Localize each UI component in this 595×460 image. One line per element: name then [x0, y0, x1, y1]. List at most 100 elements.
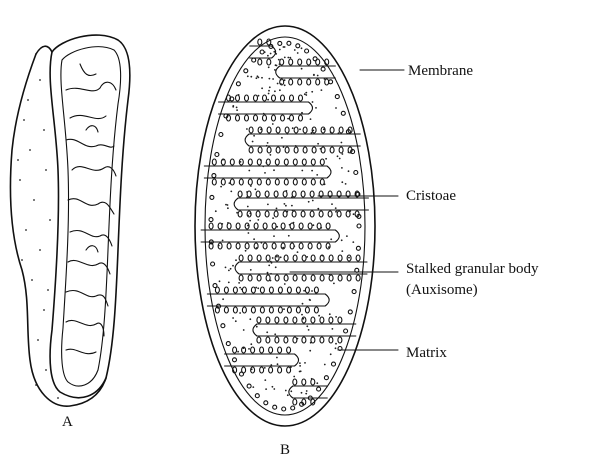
stalked-granule [346, 211, 350, 217]
stalked-granule [238, 191, 242, 197]
stalked-granule [265, 211, 269, 217]
matrix-dot [311, 91, 313, 93]
matrix-dot [317, 143, 319, 145]
crista-fold [289, 386, 327, 398]
membrane-granule [264, 401, 268, 405]
matrix-dot [262, 306, 264, 308]
membrane-granule [324, 376, 328, 380]
matrix-dot [268, 66, 270, 68]
stalked-granule [281, 115, 285, 121]
matrix-dot [331, 203, 333, 205]
matrix-dot [297, 52, 299, 54]
matrix-dot [295, 145, 297, 147]
matrix-dot [272, 386, 274, 388]
stalked-granule [251, 307, 255, 313]
matrix-dot [276, 226, 278, 228]
matrix-dot [265, 388, 267, 390]
matrix-dot [301, 112, 303, 114]
stalked-granule [269, 307, 273, 313]
matrix-dot [261, 87, 263, 89]
stalked-granule [319, 211, 323, 217]
stalked-granule [283, 191, 287, 197]
matrix-dot [315, 292, 317, 294]
stalked-granule [284, 255, 288, 261]
matrix-dot [267, 142, 269, 144]
matrix-dot [261, 77, 263, 79]
matrix-dot [266, 145, 268, 147]
stalked-granule [245, 95, 249, 101]
matrix-dot [278, 59, 280, 61]
matrix-dot [292, 127, 294, 129]
stalked-granule [221, 179, 225, 185]
matrix-dot [218, 245, 220, 247]
matrix-dot [309, 350, 311, 352]
matrix-dot [275, 64, 277, 66]
stalked-granule [356, 255, 360, 261]
stalked-granule [275, 179, 279, 185]
matrix-dot [236, 109, 238, 111]
matrix-dot [279, 49, 281, 51]
stalked-granule [311, 337, 315, 343]
matrix-dot [311, 132, 313, 134]
matrix-dot [325, 158, 327, 160]
matrix-dot [250, 269, 252, 271]
stalked-granule [321, 147, 325, 153]
matrix-dot [301, 392, 303, 394]
matrix-dot [309, 299, 311, 301]
matrix-dot [251, 368, 253, 370]
matrix-dot [270, 280, 272, 282]
matrix-dot [341, 239, 343, 241]
membrane-granule [212, 174, 216, 178]
stalked-granule [266, 317, 270, 323]
stalked-granule [338, 317, 342, 323]
matrix-dot [219, 280, 221, 282]
stalked-granule [275, 159, 279, 165]
matrix-dot [346, 235, 348, 237]
stalked-granule [305, 287, 309, 293]
matrix-dot [232, 317, 234, 319]
matrix-dot [306, 256, 308, 258]
matrix-dot [313, 74, 315, 76]
membrane-granule [354, 171, 358, 175]
matrix-dot [220, 186, 222, 188]
membrane-granule [247, 384, 251, 388]
stalked-granule [296, 307, 300, 313]
matrix-dot [260, 159, 262, 161]
stalked-granule [266, 337, 270, 343]
matrix-dot [330, 132, 332, 134]
stalked-granule [284, 179, 288, 185]
stalked-granule [293, 255, 297, 261]
membrane-granule [273, 405, 277, 409]
stalked-granule [239, 255, 243, 261]
matrix-dot [324, 183, 326, 185]
matrix-dot [288, 235, 290, 237]
membrane-granule [221, 324, 225, 328]
matrix-dot [262, 166, 264, 168]
matrix-dot [352, 241, 354, 243]
stalked-granule [257, 255, 261, 261]
matrix-dot [286, 211, 288, 213]
matrix-dot [290, 390, 292, 392]
matrix-dot [248, 170, 250, 172]
matrix-dot [243, 347, 245, 349]
matrix-dot [341, 167, 343, 169]
stalked-granule [224, 307, 228, 313]
matrix-dot [317, 208, 319, 210]
matrix-dot [332, 328, 334, 330]
matrix-dot [335, 347, 337, 349]
membrane-granule [219, 133, 223, 137]
matrix-dot [272, 217, 274, 219]
matrix-dot [315, 107, 317, 109]
matrix-dot [305, 393, 307, 395]
matrix-dot [279, 63, 281, 65]
matrix-dot [248, 232, 250, 234]
stalked-granule [249, 147, 253, 153]
matrix-dot [236, 212, 238, 214]
matrix-dot [353, 213, 355, 215]
matrix-dot [240, 161, 242, 163]
matrix-dot [311, 170, 313, 172]
matrix-dot [310, 118, 312, 120]
stalked-granule [263, 243, 267, 249]
stalked-granule [312, 147, 316, 153]
stalked-granule [321, 127, 325, 133]
